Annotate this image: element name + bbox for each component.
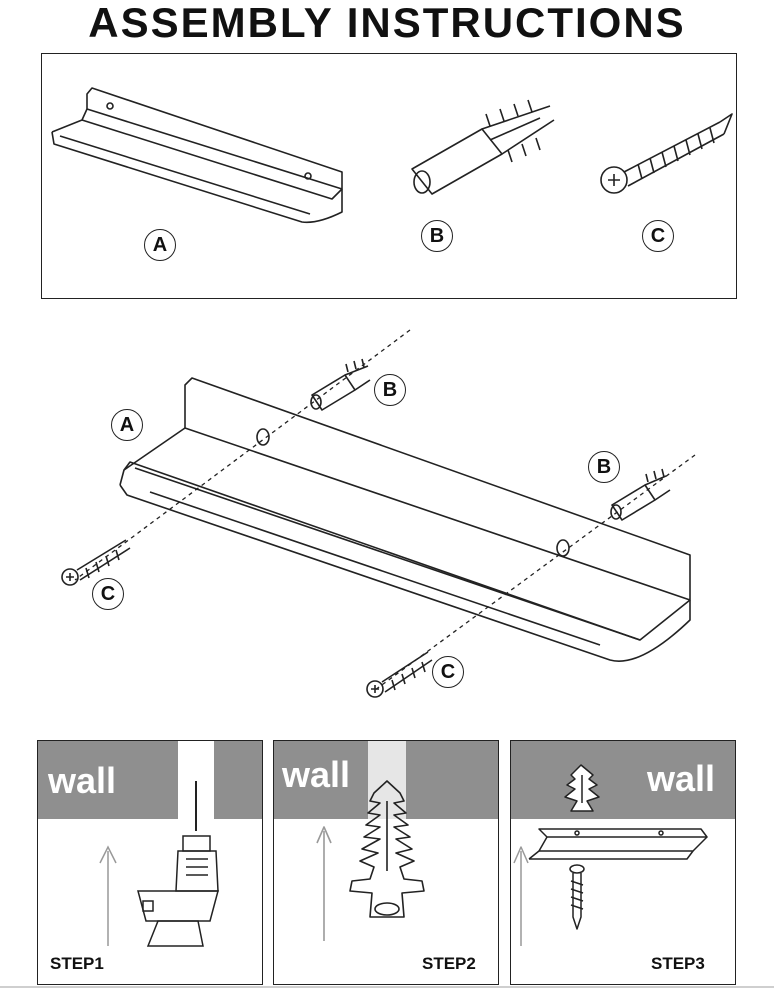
- page-title: ASSEMBLY INSTRUCTIONS: [88, 0, 686, 46]
- anchor-exploded-1: [310, 358, 371, 411]
- drill-body: [137, 835, 219, 947]
- mount-shelf-illustration: [513, 764, 708, 946]
- screw-part-c: [600, 113, 733, 194]
- exploded-view-illustration: [61, 329, 696, 698]
- exploded-a-label: A: [111, 409, 143, 441]
- exploded-b-label-2: B: [588, 451, 620, 483]
- exploded-c-label-2: C: [432, 656, 464, 688]
- drill-illustration: [99, 781, 219, 947]
- step-3-label: STEP3: [651, 954, 705, 973]
- wall-text: wall: [48, 760, 117, 801]
- shelf-exploded: [119, 377, 691, 662]
- anchor-insert-illustration: [316, 780, 425, 941]
- screw-exploded-1: [61, 539, 131, 586]
- parts-panel: A B C: [41, 53, 737, 299]
- parts-illustration: [51, 87, 733, 224]
- wall-band: [511, 741, 735, 819]
- wall-anchor-part-b: [411, 99, 555, 195]
- step-3-panel: wall STEP3: [510, 740, 736, 985]
- wall-text: wall: [282, 754, 351, 795]
- wall-anchor-small: [564, 764, 600, 812]
- step-2-panel: wall STEP2: [273, 740, 499, 985]
- axis-lines: [74, 329, 696, 691]
- up-arrow: [99, 845, 117, 946]
- anchor-exploded-2: [610, 468, 671, 521]
- exploded-b-label-1: B: [374, 374, 406, 406]
- up-arrow: [316, 826, 332, 941]
- bottom-divider: [0, 986, 774, 988]
- wall-band: [38, 741, 262, 819]
- part-c-label: C: [642, 220, 674, 252]
- wall-text: wall: [647, 758, 716, 799]
- part-b-label: B: [421, 220, 453, 252]
- wall-anchor-large: [349, 780, 425, 918]
- shelf-small: [528, 828, 708, 860]
- screw-exploded-2: [366, 651, 433, 698]
- step-1-panel: wall STEP1: [37, 740, 263, 985]
- up-arrow: [513, 846, 529, 946]
- shelf-part-a: [51, 87, 343, 224]
- step-1-label: STEP1: [50, 954, 104, 973]
- step-2-label: STEP2: [422, 954, 476, 973]
- exploded-c-label-1: C: [92, 578, 124, 610]
- screw-small: [569, 864, 585, 930]
- part-a-label: A: [144, 229, 176, 261]
